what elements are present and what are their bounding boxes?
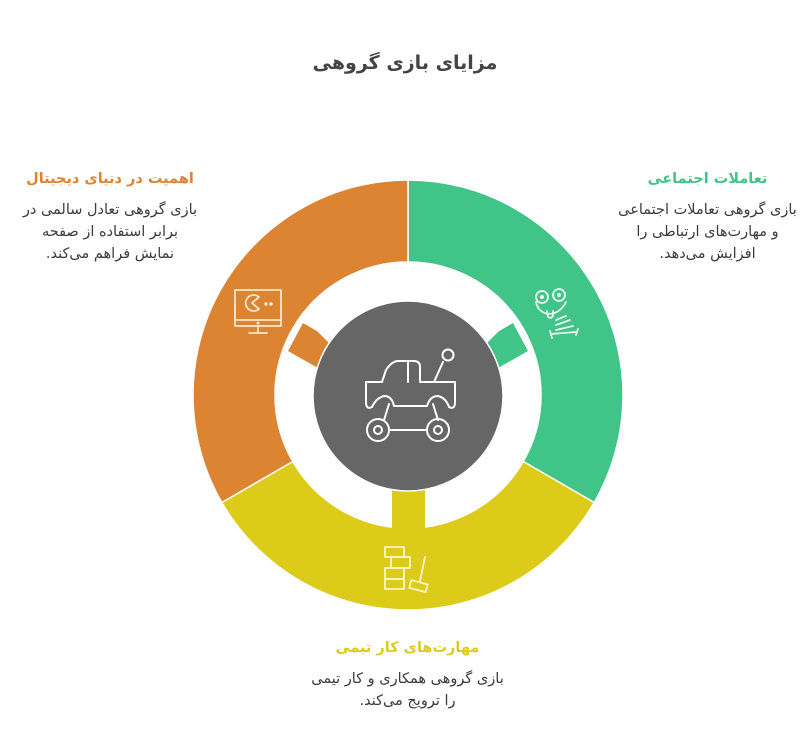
segment-digital-text: اهمیت در دنیای دیجیتال بازی گروهی تعادل … bbox=[20, 171, 200, 265]
diagram-title: مزایای بازی گروهی bbox=[312, 52, 498, 74]
teamwork-body: بازی گروهی همکاری و کار تیمی را ترویج می… bbox=[311, 671, 504, 709]
silly-face-spring-icon bbox=[535, 288, 579, 339]
segment-social[interactable] bbox=[407, 179, 624, 504]
blocks-hammer-icon bbox=[384, 546, 429, 594]
toy-truck-icon bbox=[365, 348, 456, 442]
digital-heading: اهمیت در دنیای دیجیتال bbox=[26, 171, 194, 187]
social-body: بازی گروهی تعاملات اجتماعی و مهارت‌های ا… bbox=[618, 202, 797, 262]
segment-social-text: تعاملات اجتماعی بازی گروهی تعاملات اجتما… bbox=[615, 171, 800, 265]
segment-digital[interactable] bbox=[192, 179, 409, 504]
segment-teamwork-text: مهارت‌های کار تیمی بازی گروهی همکاری و ک… bbox=[310, 640, 505, 712]
monitor-pacman-icon bbox=[234, 289, 282, 334]
digital-body: بازی گروهی تعادل سالمی در برابر استفاده … bbox=[22, 202, 198, 262]
social-heading: تعاملات اجتماعی bbox=[647, 171, 768, 187]
teamwork-heading: مهارت‌های کار تیمی bbox=[335, 640, 480, 656]
center-circle bbox=[312, 300, 504, 492]
